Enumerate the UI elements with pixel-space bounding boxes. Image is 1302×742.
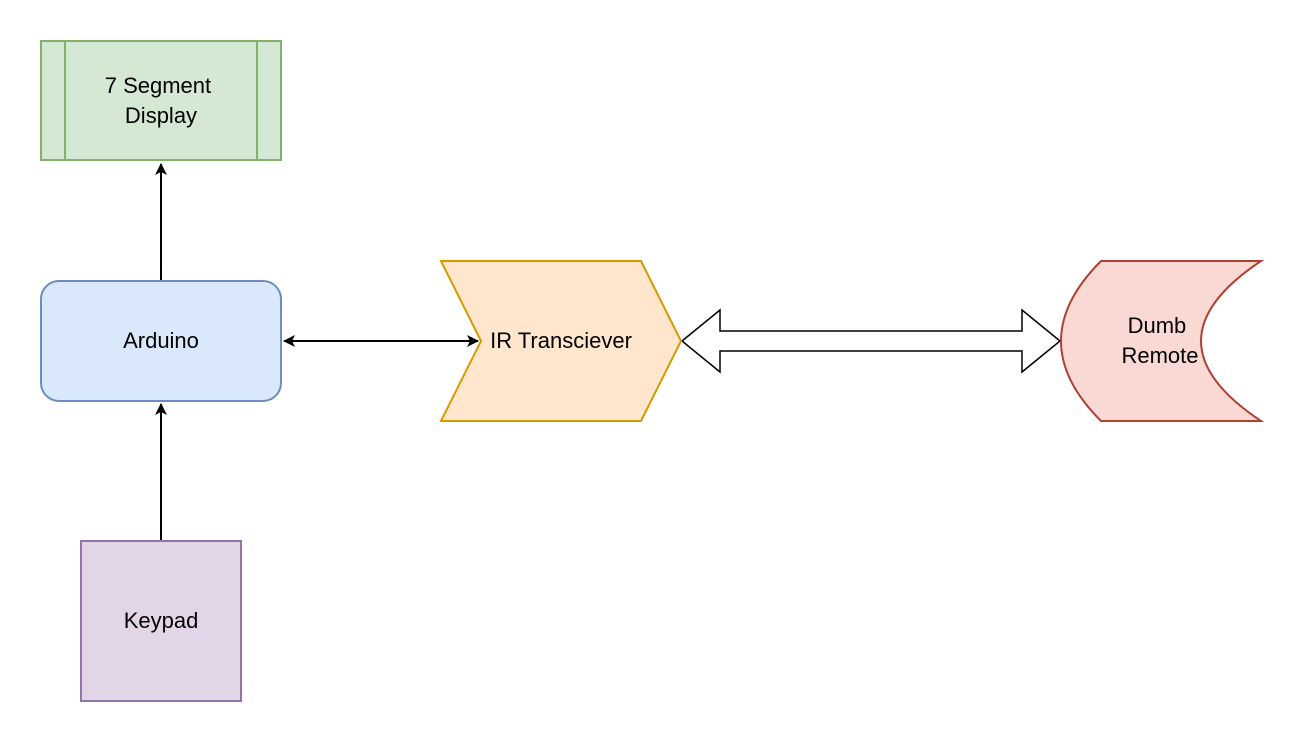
arduino-label-line-1: Arduino — [123, 328, 199, 353]
node-ir-transciever[interactable]: IR Transciever — [439, 260, 683, 422]
ir-label: IR Transciever — [490, 328, 632, 353]
keypad-label-line-1: Keypad — [124, 608, 199, 633]
ir-shape — [439, 260, 683, 422]
edge-ir-remote-hollow-double-arrow[interactable] — [680, 308, 1062, 374]
node-dumb-remote[interactable]: Dumb Remote — [1059, 260, 1265, 422]
node-seven-segment-display[interactable]: 7 Segment Display — [40, 40, 282, 161]
keypad-label: Keypad — [124, 608, 199, 633]
arduino-label: Arduino — [123, 328, 199, 353]
display-label-line-1: 7 Segment — [105, 73, 211, 98]
display-shape — [40, 40, 282, 161]
ir-label-line-1: IR Transciever — [490, 328, 632, 353]
node-arduino[interactable]: Arduino — [40, 280, 282, 402]
remote-label: Dumb Remote — [1121, 313, 1198, 368]
display-label-line-2: Display — [125, 103, 197, 128]
keypad-shape — [80, 540, 242, 702]
display-label: 7 Segment Display — [105, 73, 218, 128]
arduino-shape — [40, 280, 282, 402]
remote-label-line-2: Remote — [1121, 343, 1198, 368]
remote-shape — [1059, 260, 1265, 422]
node-keypad[interactable]: Keypad — [80, 540, 242, 702]
remote-label-line-1: Dumb — [1128, 313, 1187, 338]
